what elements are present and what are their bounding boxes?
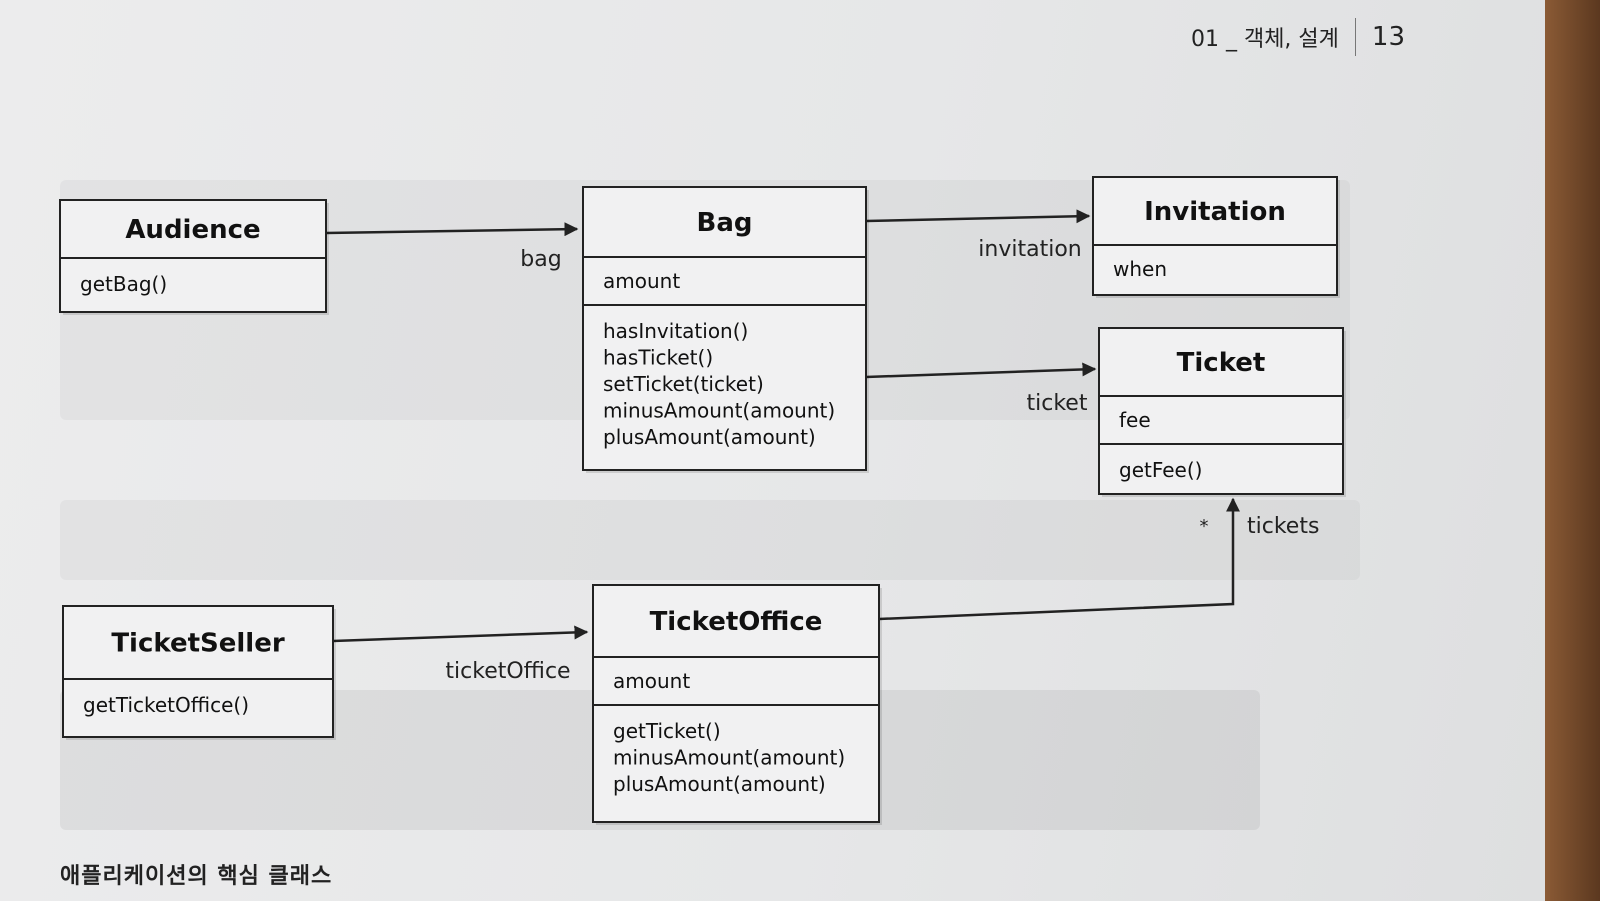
class-method: minusAmount(amount)	[613, 746, 845, 770]
class-box	[582, 186, 867, 471]
class-name: Audience	[125, 215, 260, 245]
associations-layer: bag invitation ticket ticketOffice tickets *	[325, 209, 1319, 684]
association-line	[878, 497, 1240, 621]
class-method: hasTicket()	[603, 346, 713, 370]
figure-caption: 애플리케이션의 핵심 클래스	[60, 864, 333, 889]
association-line	[332, 625, 589, 643]
class-attribute: when	[1113, 257, 1167, 281]
class-name: Bag	[697, 208, 753, 238]
class-method: plusAmount(amount)	[613, 772, 826, 796]
class-method: getBag()	[80, 272, 167, 296]
class-method: plusAmount(amount)	[603, 425, 816, 449]
association-line	[865, 362, 1097, 379]
page-number: 13	[1371, 22, 1405, 52]
class-method: getFee()	[1119, 458, 1202, 482]
header-divider	[1354, 18, 1356, 56]
class-method: getTicket()	[613, 719, 721, 743]
class-name: TicketOffice	[650, 607, 823, 637]
class-box	[62, 605, 334, 738]
class-bag: Bag amount hasInvitation() hasTicket()setTi…	[582, 186, 869, 473]
class-attribute: amount	[603, 269, 680, 293]
page-header: 01 _ 객체, 설계 13	[1191, 18, 1405, 56]
multiplicity-label: *	[1200, 516, 1209, 537]
association-bag-invitation: invitation	[865, 209, 1091, 262]
class-method: hasInvitation()	[603, 319, 748, 343]
class-attribute: fee	[1119, 408, 1151, 432]
role-label: invitation	[978, 237, 1081, 262]
class-attribute: amount	[613, 669, 690, 693]
class-method: setTicket(ticket)	[603, 372, 764, 396]
class-box	[1092, 176, 1338, 296]
association-line	[325, 222, 579, 237]
class-ticketoffice: TicketOffice amount getTicket() minusAmount…	[592, 584, 882, 825]
role-label: ticketOffice	[445, 659, 570, 684]
class-name: Ticket	[1177, 348, 1266, 378]
class-box	[592, 584, 880, 823]
association-line	[865, 209, 1091, 224]
class-method: getTicketOffice()	[83, 693, 249, 717]
class-audience: Audience getBag()	[59, 199, 329, 315]
class-ticketseller: TicketSeller getTicketOffice()	[62, 605, 336, 740]
association-office-ticket: tickets *	[878, 497, 1319, 621]
role-label: bag	[520, 247, 561, 272]
role-label: tickets	[1247, 514, 1319, 539]
class-box	[59, 199, 327, 313]
role-label: ticket	[1027, 391, 1088, 416]
class-box	[1098, 327, 1344, 495]
association-seller-office: ticketOffice	[332, 625, 589, 684]
class-name: Invitation	[1144, 197, 1286, 227]
association-audience-bag: bag	[325, 222, 579, 272]
class-ticket: Ticket fee getFee()	[1098, 327, 1346, 497]
chapter-title: 01 _ 객체, 설계	[1190, 27, 1339, 52]
class-name: TicketSeller	[111, 629, 285, 659]
class-invitation: Invitation when	[1092, 176, 1340, 298]
class-method: minusAmount(amount)	[603, 399, 835, 423]
classes-layer: Audience getBag() Bag amount hasInvitation()…	[59, 176, 1346, 825]
association-bag-ticket: ticket	[865, 362, 1097, 416]
